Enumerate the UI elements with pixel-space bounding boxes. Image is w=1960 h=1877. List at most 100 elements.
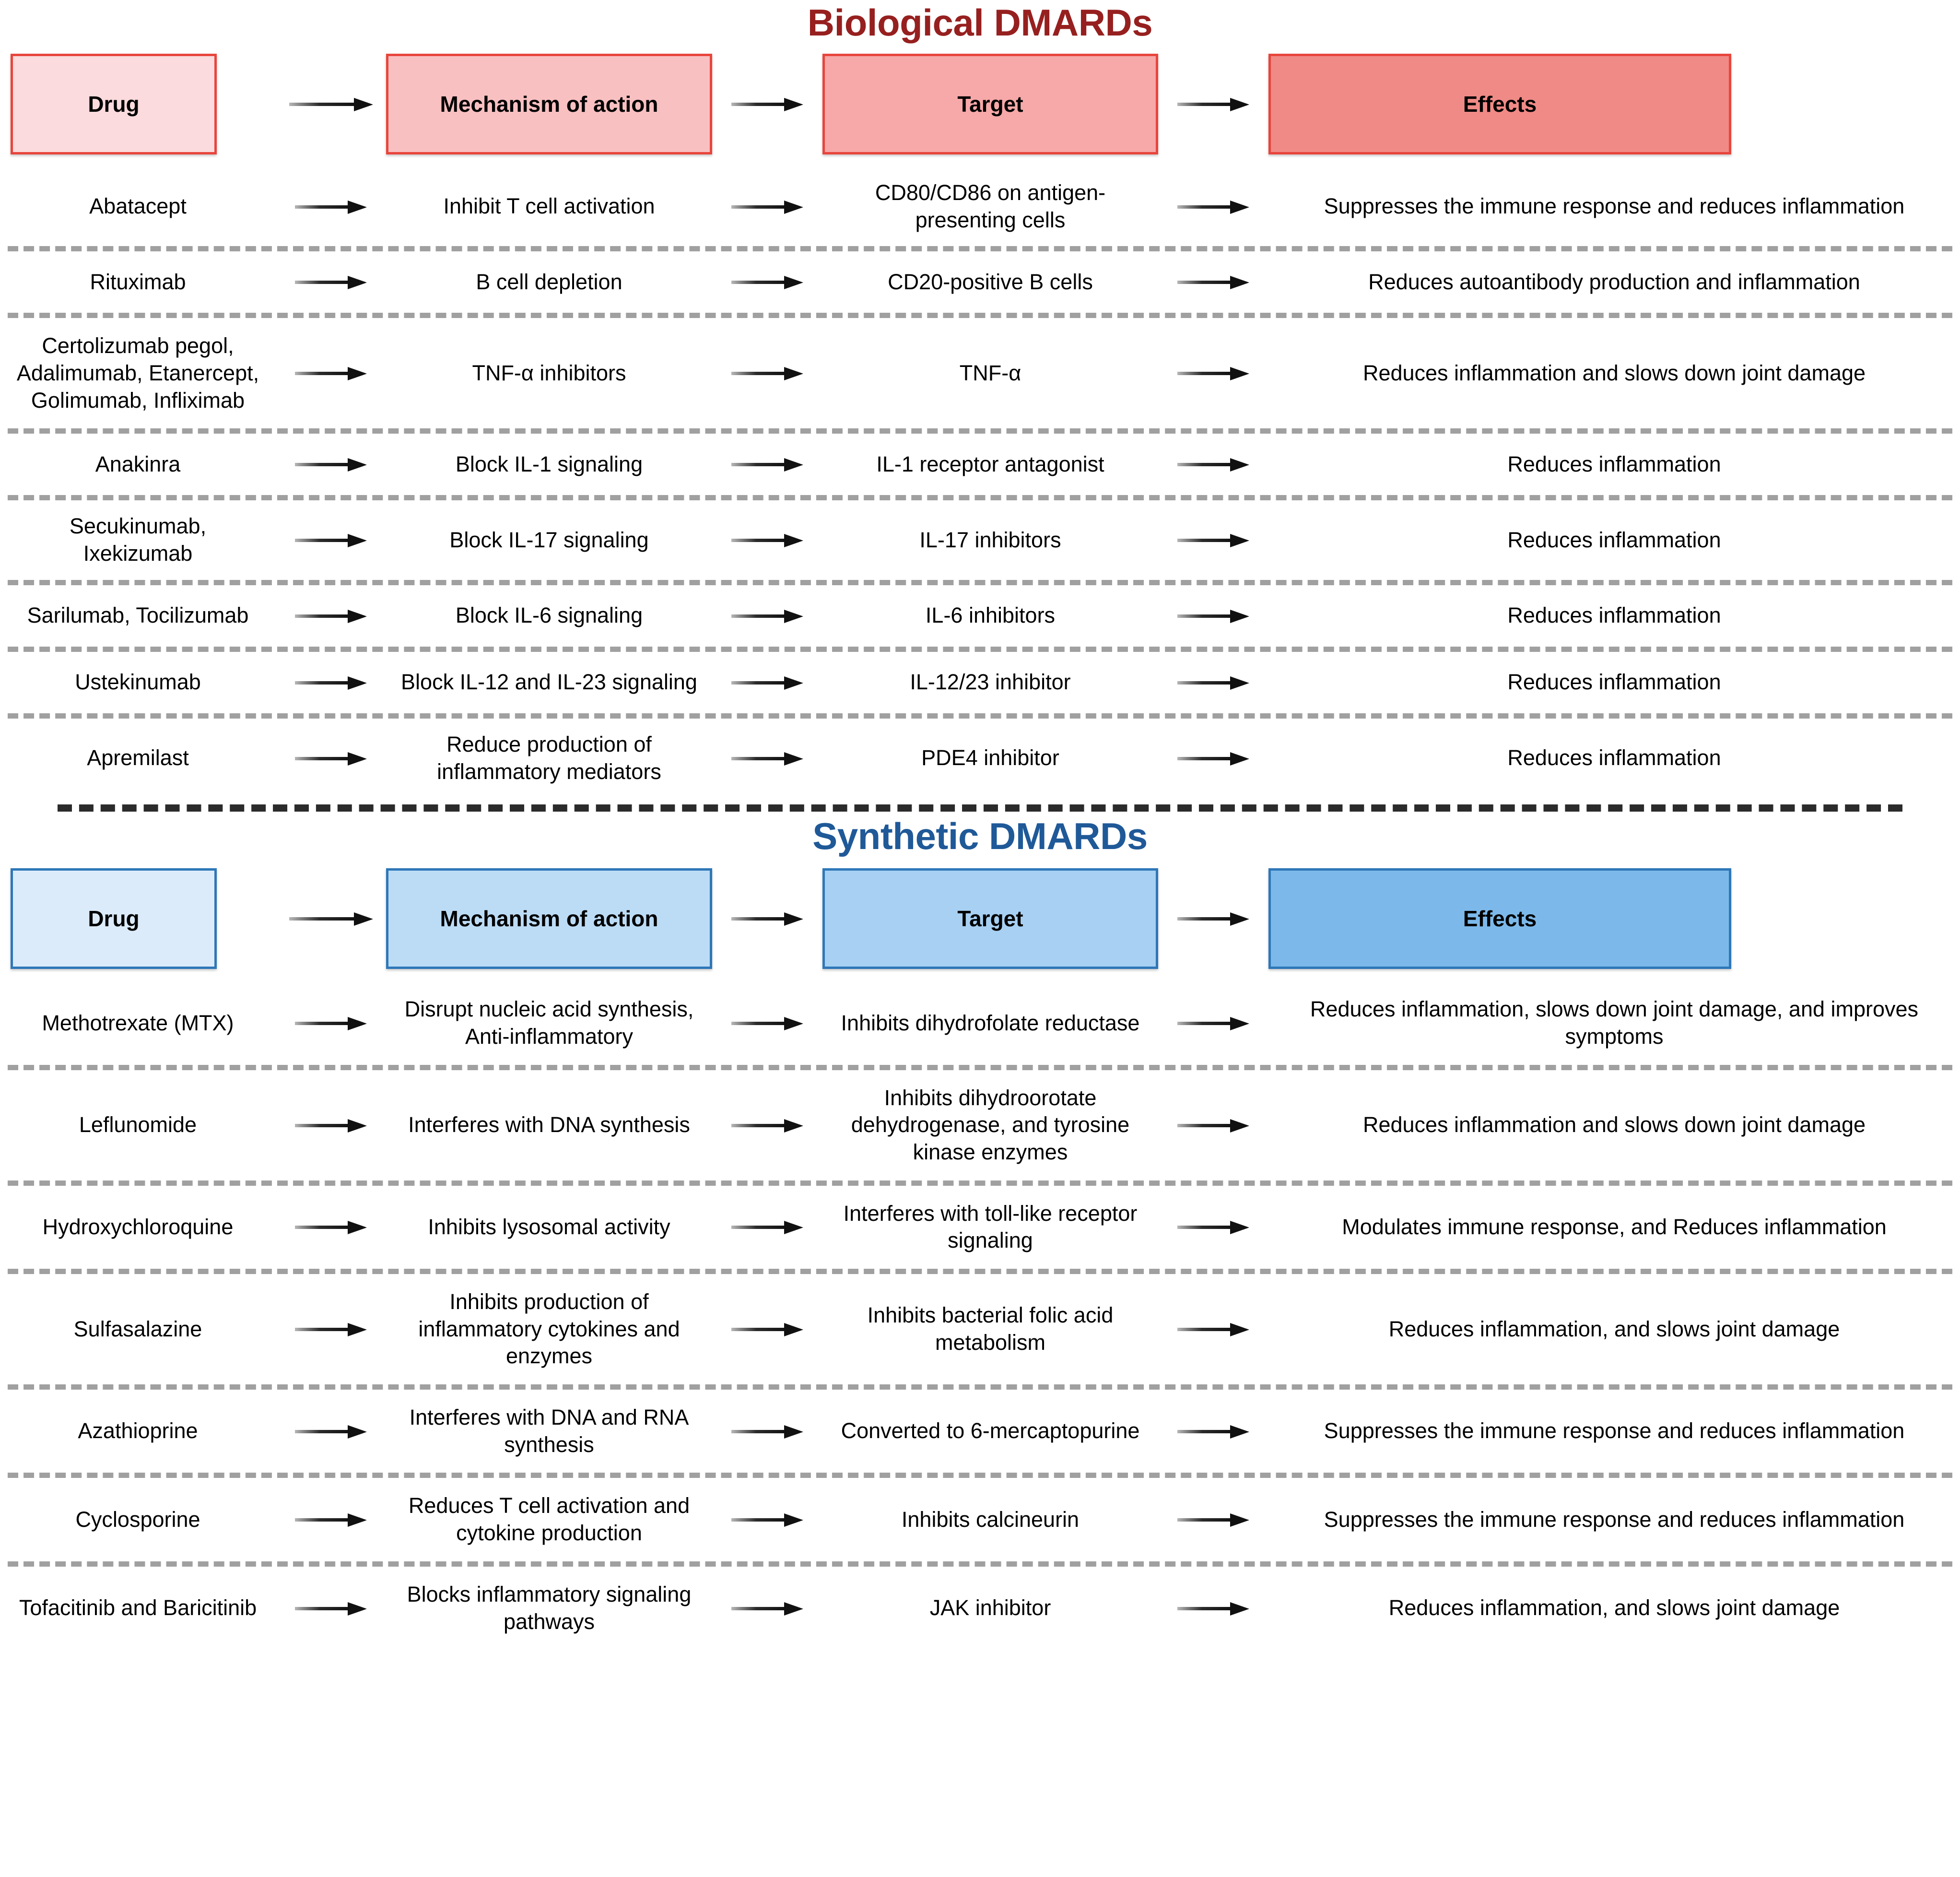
table-row: Abatacept Inhibit T cell activation CD80… — [0, 167, 1960, 246]
row-separator — [8, 1473, 1952, 1478]
arrow-cell — [276, 1323, 386, 1337]
cell-drug: Secukinumab, Ixekizumab — [69, 514, 207, 566]
cell-target: Interferes with toll-like receptor signa… — [843, 1201, 1138, 1253]
arrow-cell — [276, 912, 386, 926]
right-arrow-icon — [1177, 98, 1249, 111]
table-row: Certolizumab pegol, Adalimumab, Etanerce… — [0, 318, 1960, 428]
section-title-biological: Biological DMARDs — [807, 1, 1153, 44]
right-arrow-icon — [295, 1323, 367, 1337]
row-separator — [8, 579, 1952, 585]
cell-target: Inhibits dihydroorotate dehydrogenase, a… — [851, 1085, 1130, 1164]
right-arrow-icon — [295, 200, 367, 214]
arrow-cell — [1158, 534, 1268, 548]
cell-effects: Modulates immune response, and Reduces i… — [1342, 1214, 1887, 1239]
right-arrow-icon — [1177, 752, 1249, 766]
cell-drug: Apremilast — [87, 745, 189, 770]
section-title-synthetic: Synthetic DMARDs — [812, 815, 1148, 858]
table-row: Sulfasalazine Inhibits production of inf… — [0, 1274, 1960, 1384]
arrow-cell — [1158, 98, 1268, 111]
cell-mechanism: B cell depletion — [476, 270, 622, 295]
right-arrow-icon — [731, 1513, 803, 1527]
right-arrow-icon — [1177, 1513, 1249, 1527]
arrow-cell — [1158, 276, 1268, 290]
cell-mechanism: Reduces T cell activation and cytokine p… — [408, 1493, 690, 1546]
arrow-cell — [276, 200, 386, 214]
cell-target: JAK inhibitor — [929, 1595, 1051, 1620]
section-synthetic-dmards: Synthetic DMARDs Drug Mechanism of actio… — [0, 812, 1960, 1650]
cell-drug: Methotrexate (MTX) — [42, 1010, 234, 1035]
arrow-cell — [712, 752, 822, 766]
row-separator — [8, 313, 1952, 319]
cell-target: IL-12/23 inhibitor — [910, 670, 1071, 695]
right-arrow-icon — [295, 276, 367, 290]
right-arrow-icon — [731, 200, 803, 214]
right-arrow-icon — [731, 609, 803, 623]
arrow-cell — [712, 1602, 822, 1616]
right-arrow-icon — [731, 1016, 803, 1030]
right-arrow-icon — [731, 98, 803, 111]
table-row: Ustekinumab Block IL-12 and IL-23 signal… — [0, 652, 1960, 713]
section-biological-dmards: Biological DMARDs Drug Mechanism of acti… — [0, 0, 1960, 812]
right-arrow-icon — [1177, 1221, 1249, 1235]
cell-mechanism: Inhibits lysosomal activity — [428, 1214, 670, 1239]
right-arrow-icon — [1177, 458, 1249, 472]
right-arrow-icon — [1177, 1602, 1249, 1616]
right-arrow-icon — [295, 534, 367, 548]
cell-effects: Reduces inflammation, slows down joint d… — [1310, 997, 1919, 1049]
right-arrow-icon — [1177, 609, 1249, 623]
arrow-cell — [276, 1119, 386, 1133]
right-arrow-icon — [731, 912, 803, 926]
right-arrow-icon — [289, 98, 373, 111]
cell-effects: Suppresses the immune response and reduc… — [1324, 1418, 1905, 1443]
arrow-cell — [1158, 609, 1268, 623]
arrow-cell — [1158, 912, 1268, 926]
cell-mechanism: Block IL-12 and IL-23 signaling — [401, 670, 697, 695]
arrow-cell — [712, 200, 822, 214]
column-header-mechanism: Mechanism of action — [386, 54, 712, 154]
arrow-cell — [276, 98, 386, 111]
right-arrow-icon — [731, 534, 803, 548]
table-row: Anakinra Block IL-1 signaling IL-1 recep… — [0, 434, 1960, 495]
right-arrow-icon — [731, 458, 803, 472]
cell-target: IL-1 receptor antagonist — [876, 452, 1104, 477]
cell-drug: Cyclosporine — [75, 1507, 200, 1532]
right-arrow-icon — [295, 676, 367, 690]
arrow-cell — [712, 1016, 822, 1030]
cell-target: Converted to 6-mercaptopurine — [841, 1418, 1140, 1443]
arrow-cell — [1158, 200, 1268, 214]
right-arrow-icon — [295, 1425, 367, 1439]
arrow-cell — [276, 1425, 386, 1439]
right-arrow-icon — [1177, 1119, 1249, 1133]
cell-mechanism: Block IL-1 signaling — [455, 452, 643, 477]
cell-mechanism: Block IL-6 signaling — [455, 603, 643, 628]
cell-mechanism: Block IL-17 signaling — [449, 527, 649, 552]
right-arrow-icon — [1177, 534, 1249, 548]
cell-mechanism: Reduce production of inflammatory mediat… — [437, 732, 661, 784]
column-header-target: Target — [822, 54, 1158, 154]
column-header-effects: Effects — [1268, 54, 1731, 154]
arrow-cell — [1158, 1221, 1268, 1235]
arrow-cell — [276, 458, 386, 472]
arrow-cell — [712, 1425, 822, 1439]
arrow-cell — [1158, 1425, 1268, 1439]
cell-effects: Reduces autoantibody production and infl… — [1368, 270, 1860, 295]
cell-target: CD80/CD86 on antigen-presenting cells — [875, 180, 1106, 232]
right-arrow-icon — [1177, 200, 1249, 214]
right-arrow-icon — [295, 1602, 367, 1616]
cell-target: IL-6 inhibitors — [925, 603, 1056, 628]
right-arrow-icon — [1177, 276, 1249, 290]
section-divider — [58, 804, 1902, 812]
row-separator — [8, 1561, 1952, 1567]
cell-effects: Reduces inflammation — [1507, 603, 1721, 628]
arrow-cell — [1158, 1602, 1268, 1616]
cell-mechanism: Disrupt nucleic acid synthesis, Anti-inf… — [404, 997, 694, 1049]
table-row: Cyclosporine Reduces T cell activation a… — [0, 1478, 1960, 1561]
table-row: Hydroxychloroquine Inhibits lysosomal ac… — [0, 1186, 1960, 1269]
right-arrow-icon — [731, 1323, 803, 1337]
cell-drug: Sarilumab, Tocilizumab — [27, 603, 249, 628]
arrow-cell — [276, 534, 386, 548]
cell-effects: Reduces inflammation — [1507, 452, 1721, 477]
arrow-cell — [712, 458, 822, 472]
arrow-cell — [1158, 1513, 1268, 1527]
arrow-cell — [712, 98, 822, 111]
